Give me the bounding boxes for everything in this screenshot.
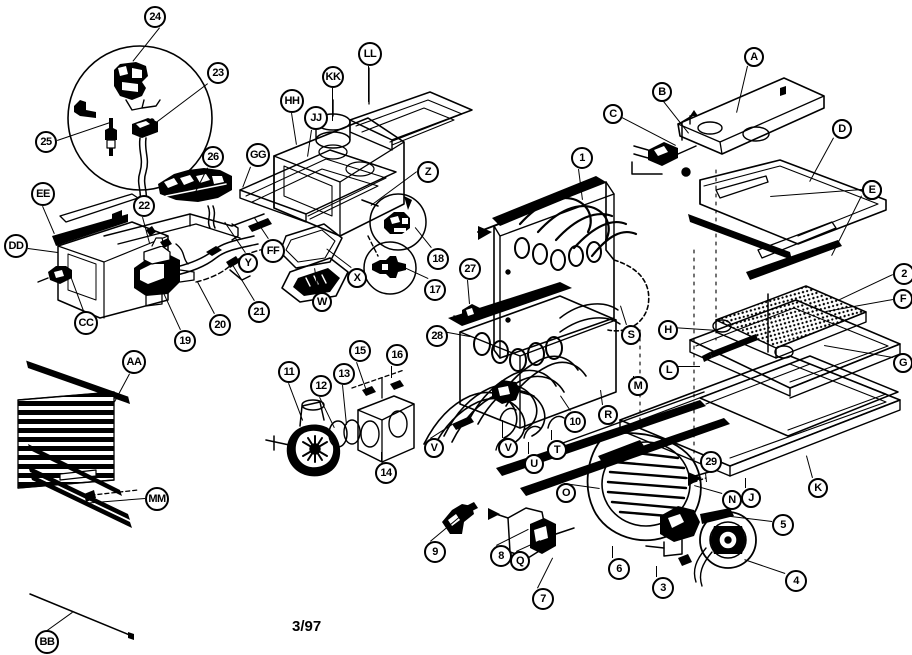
callout-ll[interactable]: LL (358, 42, 382, 66)
callout-18[interactable]: 18 (427, 248, 449, 270)
callout-v[interactable]: V (424, 438, 444, 458)
callout-leader-line (502, 420, 503, 438)
callout-2[interactable]: 2 (893, 263, 912, 285)
callout-aa[interactable]: AA (122, 350, 146, 374)
callout-leader-line (672, 366, 700, 367)
callout-r[interactable]: R (598, 405, 618, 425)
callout-x[interactable]: X (347, 268, 367, 288)
callout-j[interactable]: J (741, 488, 761, 508)
callout-m[interactable]: M (628, 376, 648, 396)
callout-jj[interactable]: JJ (304, 106, 328, 130)
callout-y[interactable]: Y (238, 253, 258, 273)
date-stamp: 3/97 (292, 618, 322, 635)
callout-21[interactable]: 21 (248, 301, 270, 323)
callout-w[interactable]: W (312, 292, 332, 312)
callout-17[interactable]: 17 (424, 279, 446, 301)
callout-d[interactable]: D (832, 119, 852, 139)
callout-o[interactable]: O (556, 483, 576, 503)
callout-5[interactable]: 5 (772, 514, 794, 536)
callout-23[interactable]: 23 (207, 62, 229, 84)
callout-27[interactable]: 27 (459, 258, 481, 280)
callout-leader-line (528, 442, 529, 454)
callout-k[interactable]: K (808, 478, 828, 498)
callout-gg[interactable]: GG (246, 143, 270, 167)
callout-12[interactable]: 12 (310, 375, 332, 397)
callout-leader-line (612, 546, 613, 558)
callout-15[interactable]: 15 (349, 340, 371, 362)
callout-14[interactable]: 14 (375, 462, 397, 484)
callout-leader-line (332, 88, 333, 121)
callout-10[interactable]: 10 (564, 411, 586, 433)
callout-25[interactable]: 25 (35, 131, 57, 153)
callout-h[interactable]: H (658, 320, 678, 340)
callout-b[interactable]: B (652, 82, 672, 102)
callout-29[interactable]: 29 (700, 451, 722, 473)
callout-13[interactable]: 13 (333, 363, 355, 385)
callout-u[interactable]: U (524, 454, 544, 474)
callout-leader-line (368, 66, 369, 102)
callout-9[interactable]: 9 (424, 541, 446, 563)
callout-6[interactable]: 6 (608, 558, 630, 580)
callout-kk[interactable]: KK (322, 66, 344, 88)
callout-dd[interactable]: DD (4, 234, 28, 258)
callout-t[interactable]: T (547, 440, 567, 460)
top-cropped-header (0, 0, 912, 6)
callout-28[interactable]: 28 (426, 325, 448, 347)
callout-g[interactable]: G (893, 353, 912, 373)
callout-24[interactable]: 24 (144, 6, 166, 28)
callout-f[interactable]: F (893, 289, 912, 309)
callout-q[interactable]: Q (510, 551, 530, 571)
callout-a[interactable]: A (744, 47, 764, 67)
callout-e2[interactable]: E (862, 180, 882, 200)
callout-s[interactable]: S (621, 325, 641, 345)
callout-leader-line (551, 430, 552, 440)
callout-leader-line (745, 478, 746, 488)
callout-19[interactable]: 19 (174, 330, 196, 352)
callout-z[interactable]: Z (417, 161, 439, 183)
callout-leader-line (391, 366, 392, 378)
callout-c[interactable]: C (603, 104, 623, 124)
callout-ee[interactable]: EE (31, 182, 55, 206)
callout-20[interactable]: 20 (209, 314, 231, 336)
callout-bb[interactable]: BB (35, 630, 59, 654)
callout-hh[interactable]: HH (280, 89, 304, 113)
callout-l[interactable]: L (659, 360, 679, 380)
callout-cc[interactable]: CC (74, 311, 98, 335)
callout-v2[interactable]: V (498, 438, 518, 458)
callout-4[interactable]: 4 (785, 570, 807, 592)
callout-3[interactable]: 3 (652, 577, 674, 599)
callout-n[interactable]: N (722, 490, 742, 510)
callout-leader-line (381, 452, 382, 462)
callout-26[interactable]: 26 (202, 146, 224, 168)
callout-11[interactable]: 11 (278, 361, 300, 383)
callout-1[interactable]: 1 (571, 147, 593, 169)
callout-ff[interactable]: FF (261, 239, 285, 263)
callout-leader-line (656, 566, 657, 577)
callout-7[interactable]: 7 (532, 588, 554, 610)
callout-16[interactable]: 16 (386, 344, 408, 366)
callout-mm[interactable]: MM (145, 487, 169, 511)
callout-22[interactable]: 22 (133, 195, 155, 217)
callout-8[interactable]: 8 (490, 545, 512, 567)
